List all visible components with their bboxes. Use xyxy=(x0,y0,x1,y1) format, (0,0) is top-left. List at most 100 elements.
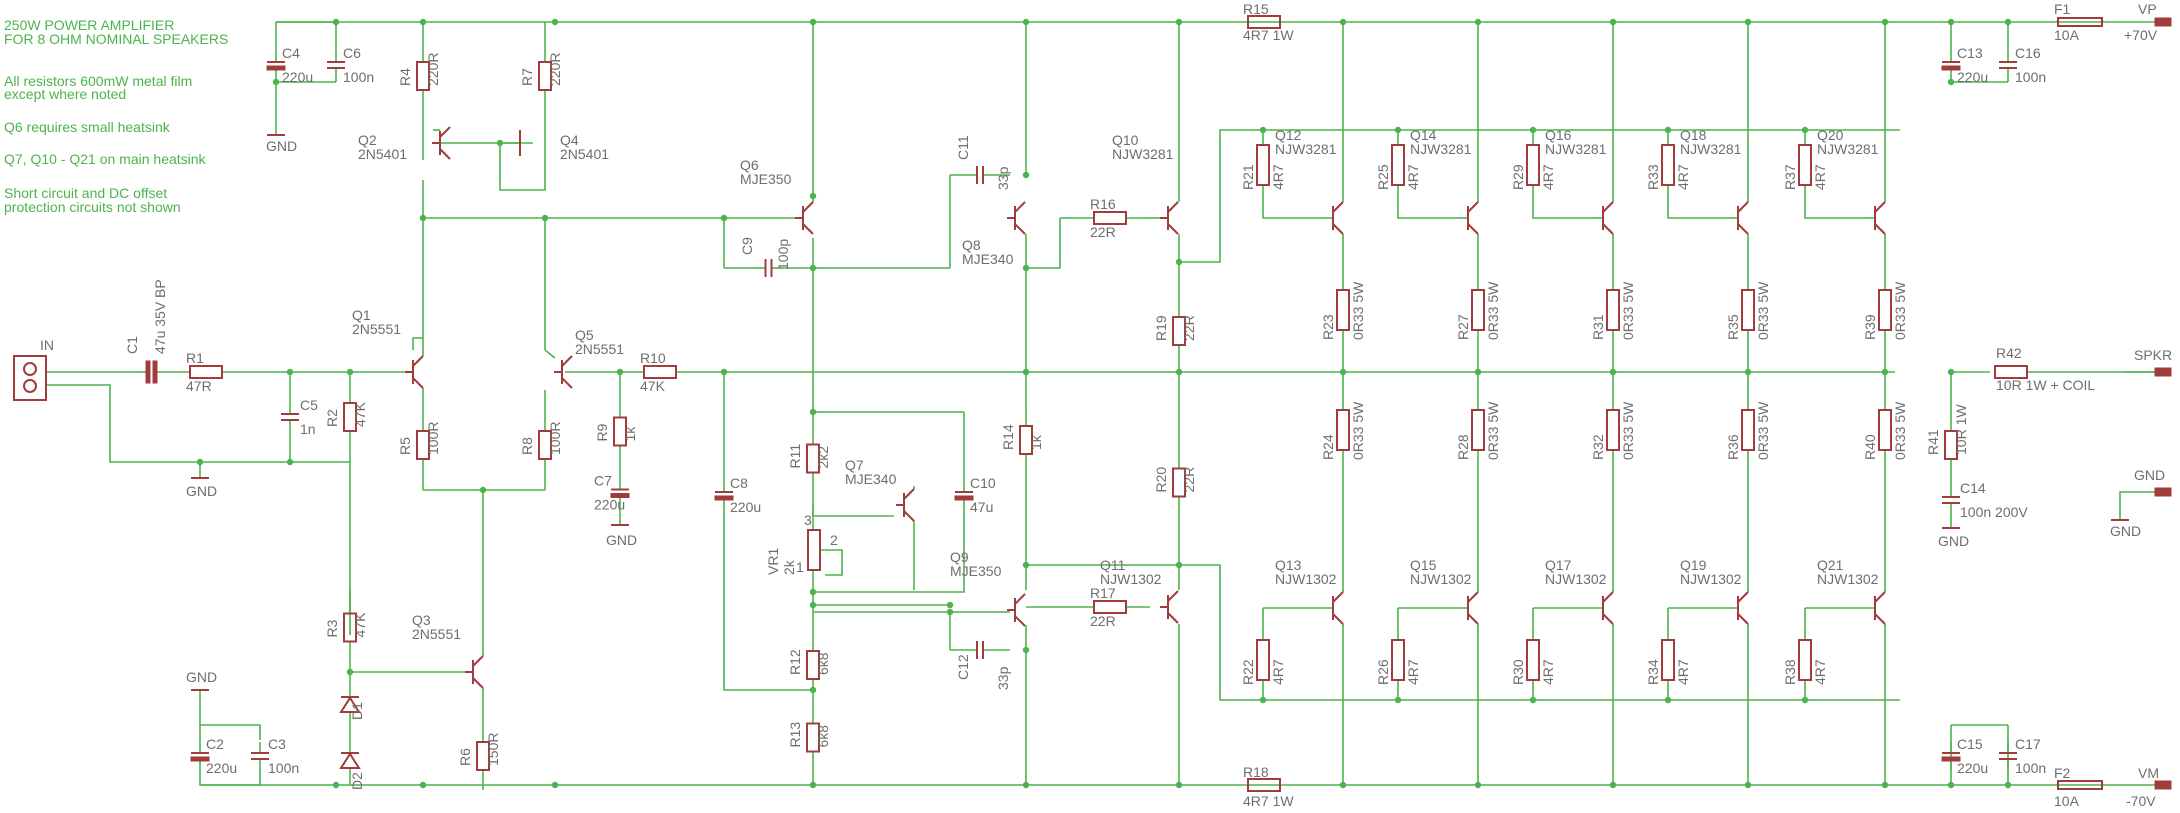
pin-label: 3 xyxy=(804,512,812,528)
value-R34: 4R7 xyxy=(1675,659,1691,685)
ref-R14: R14 xyxy=(1000,424,1016,450)
junction xyxy=(1259,126,1267,134)
wire xyxy=(820,549,843,576)
ref-R10: R10 xyxy=(640,350,666,366)
value-Q5: 2N5551 xyxy=(575,341,624,357)
transistor-Q20-collector xyxy=(1874,201,1886,213)
value-R12: 6k8 xyxy=(815,652,831,675)
value-C6: 100n xyxy=(343,69,374,85)
ref-R39: R39 xyxy=(1862,314,1878,340)
value-R2: 47K xyxy=(352,401,368,427)
resistor-R40 xyxy=(1878,409,1892,451)
transistor-Q18-collector xyxy=(1737,201,1749,213)
junction xyxy=(551,18,559,26)
junction xyxy=(286,458,294,466)
value-Q14: NJW3281 xyxy=(1410,141,1472,157)
transistor-Q18-emitter xyxy=(1737,223,1749,235)
wire xyxy=(1179,129,1900,263)
wire xyxy=(1397,185,1460,219)
ref-Q1: Q1 xyxy=(352,307,371,323)
ref-C13: C13 xyxy=(1957,45,1983,61)
capacitor-C1-plate xyxy=(152,360,158,384)
value-R23: 0R33 5W xyxy=(1350,281,1366,340)
value-R16: 22R xyxy=(1090,224,1116,240)
value-R21: 4R7 xyxy=(1270,164,1286,190)
ref-R13: R13 xyxy=(787,722,803,748)
value-R5: 100R xyxy=(425,422,441,455)
value-Q17: NJW1302 xyxy=(1545,571,1607,587)
gnd-label: GND xyxy=(606,532,637,548)
capacitor-C13-plate xyxy=(1941,65,1961,71)
value-C14: 100n 200V xyxy=(1960,504,2028,520)
value-Q7: MJE340 xyxy=(845,471,897,487)
capacitor-C15-plate xyxy=(1941,756,1961,762)
value-R42: 10R 1W + COIL xyxy=(1996,377,2095,393)
transistor-Q6-collector xyxy=(802,223,814,235)
ref-Q13: Q13 xyxy=(1275,557,1302,573)
ref-Q4: Q4 xyxy=(560,132,579,148)
wire xyxy=(199,705,261,740)
ref-R8: R8 xyxy=(519,437,535,455)
value-C11: 33p xyxy=(995,166,1011,190)
value-C10: 47u xyxy=(970,499,993,515)
resistor-R36 xyxy=(1741,409,1755,451)
ref-Q8: Q8 xyxy=(962,237,981,253)
capacitor-C4-plate xyxy=(266,65,286,71)
value-C1: 47u 35V BP xyxy=(152,279,168,354)
junction xyxy=(1259,696,1267,704)
ref-Q15: Q15 xyxy=(1410,557,1437,573)
ref-C7: C7 xyxy=(594,473,612,489)
value-Q15: NJW1302 xyxy=(1410,571,1472,587)
junction xyxy=(419,781,427,789)
ref-R2: R2 xyxy=(324,409,340,427)
value-R30: 4R7 xyxy=(1540,659,1556,685)
ref-R11: R11 xyxy=(787,444,803,469)
transistor-Q12-collector xyxy=(1332,201,1344,213)
wire xyxy=(544,349,556,359)
value-Q8: MJE340 xyxy=(962,251,1014,267)
transistor-Q10-collector xyxy=(1167,201,1179,213)
value-R4: 220R xyxy=(425,53,441,86)
ref-Q2: Q2 xyxy=(358,132,377,148)
value-R20: 22R xyxy=(1181,467,1197,493)
terminal-gnd xyxy=(2154,487,2172,497)
transistor-Q21-emitter xyxy=(1874,591,1886,603)
wire xyxy=(1804,185,1867,219)
value-R18: 4R7 1W xyxy=(1243,793,1294,809)
gnd-label: GND xyxy=(186,669,217,685)
transistor-Q16-emitter xyxy=(1602,223,1614,235)
junction xyxy=(1664,696,1672,704)
resistor-R29 xyxy=(1526,144,1540,186)
value-Q6: MJE350 xyxy=(740,171,792,187)
wire xyxy=(412,337,423,350)
transistor-Q7-emitter xyxy=(903,510,915,522)
transistor-Q14-collector xyxy=(1467,201,1479,213)
wire xyxy=(1026,218,1061,269)
transistor-Q5-emitter xyxy=(561,377,573,389)
resistor-R33 xyxy=(1661,144,1675,186)
diode-D1 xyxy=(339,696,361,713)
value-C16: 100n xyxy=(2015,69,2046,85)
resistor-R9 xyxy=(613,416,627,447)
ref-D2: D2 xyxy=(349,772,365,790)
resistor-R12 xyxy=(806,650,820,680)
junction xyxy=(1529,126,1537,134)
resistor-R16 xyxy=(1093,211,1127,225)
ref-R28: R28 xyxy=(1455,434,1471,460)
ref-R3: R3 xyxy=(324,619,340,637)
wire xyxy=(2119,491,2160,520)
junction xyxy=(551,781,559,789)
ref-C16: C16 xyxy=(2015,45,2041,61)
transistor-Q6-emitter xyxy=(802,201,814,213)
value-R36: 0R33 5W xyxy=(1755,401,1771,460)
value-R3: 47K xyxy=(352,612,368,638)
ref-Q18: Q18 xyxy=(1680,127,1707,143)
note-line: Q6 requires small heatsink xyxy=(4,119,171,135)
note-line: except where noted xyxy=(4,86,126,102)
terminal-vp xyxy=(2154,17,2172,27)
transistor-Q5-collector xyxy=(561,355,573,367)
transistor-Q19-emitter xyxy=(1737,591,1749,603)
wire xyxy=(1667,185,1730,219)
value-R41: 10R 1W xyxy=(1953,404,1969,455)
value-C5: 1n xyxy=(300,421,316,437)
